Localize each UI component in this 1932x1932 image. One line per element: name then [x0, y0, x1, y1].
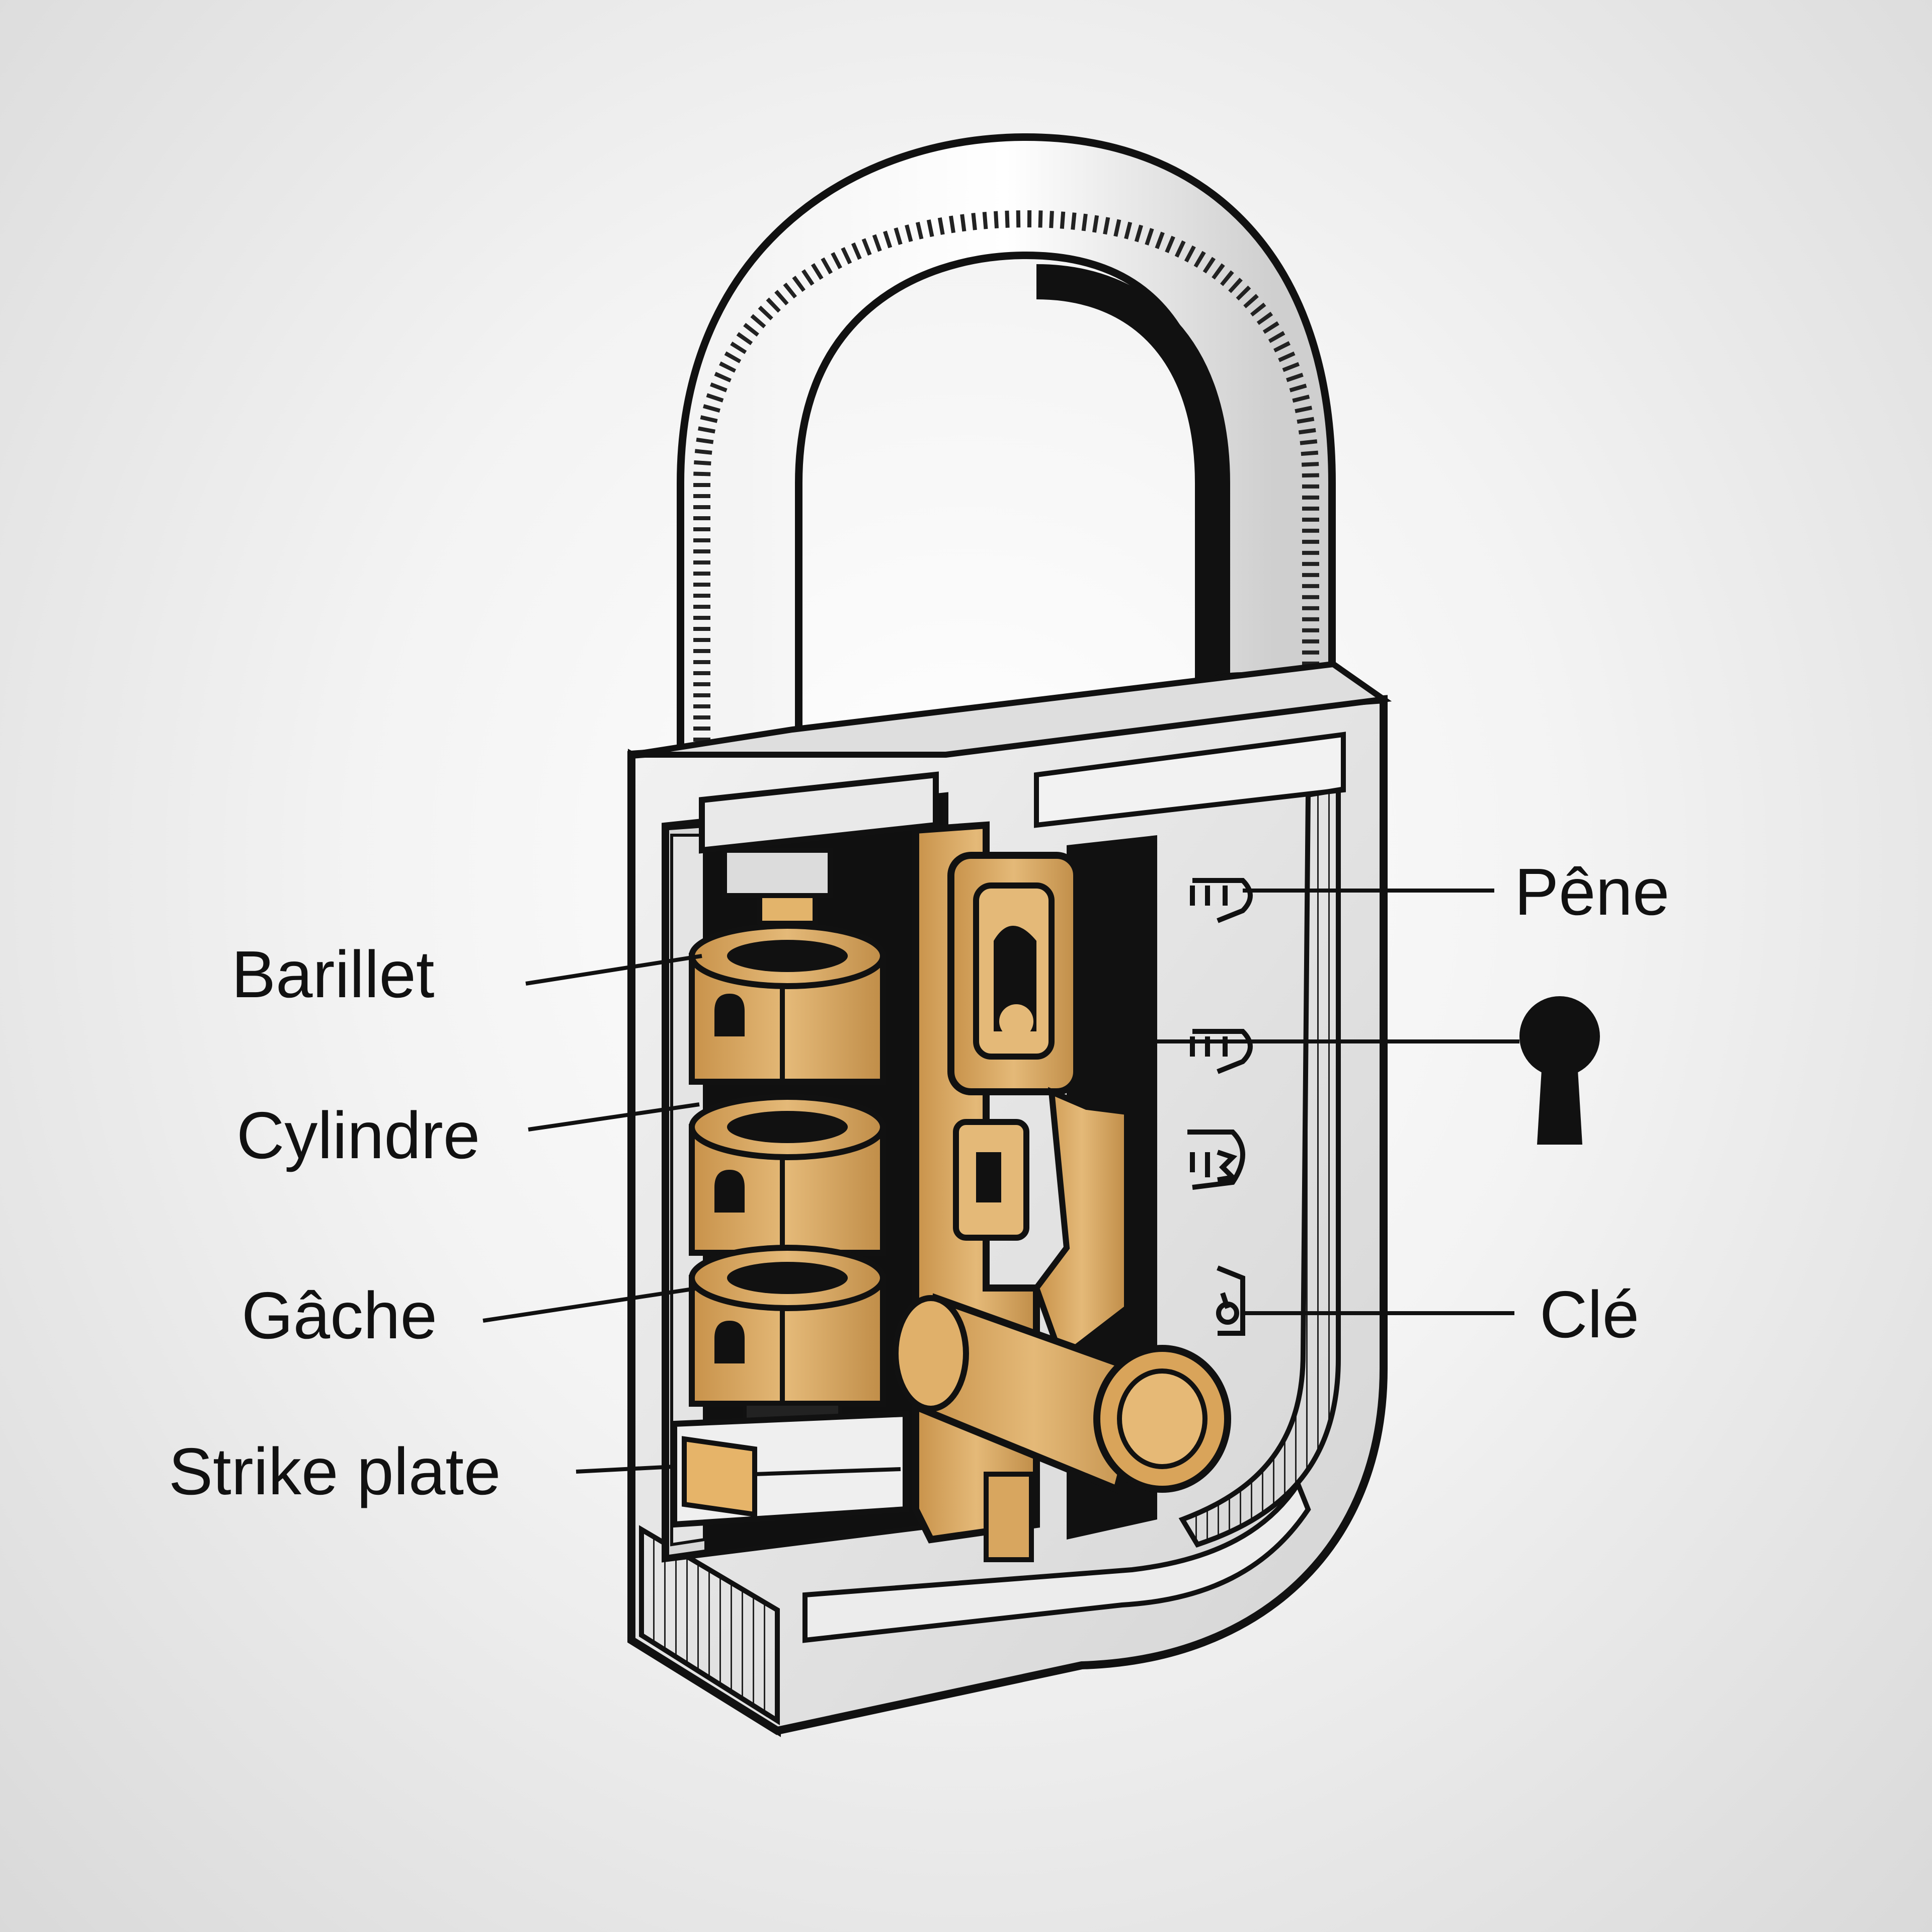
label-gache: Gâche: [242, 1278, 437, 1352]
bolt-pin: [893, 1293, 1231, 1494]
cylinder-3: [689, 1245, 886, 1407]
leader-barillet: [525, 954, 702, 986]
leader-lines: [482, 889, 1519, 1474]
strike-plate: [671, 1410, 909, 1528]
leader-gache: [482, 1286, 700, 1323]
dial-mark-4: [1216, 1265, 1245, 1336]
leader-strike-plate: [576, 1465, 675, 1474]
dial-mark-1: [1190, 878, 1253, 923]
label-cle: Clé: [1540, 1277, 1639, 1351]
labels: Barillet Cylindre Gâche Strike plate Pên…: [169, 855, 1669, 1508]
label-pene: Pêne: [1514, 855, 1669, 929]
dial-markings: [1187, 878, 1253, 1336]
label-strike-plate: Strike plate: [169, 1434, 501, 1508]
cylinder-2: [689, 1094, 886, 1256]
keyhole-icon: [1519, 996, 1600, 1145]
cylinder-1: [689, 923, 886, 1085]
leader-cylindre: [528, 1102, 700, 1132]
collar: [699, 771, 939, 898]
cylinder-stack: [689, 893, 886, 1436]
label-cylindre: Cylindre: [236, 1098, 480, 1172]
bolt-assembly: [893, 821, 1231, 1562]
dial-mark-3: [1187, 1130, 1245, 1190]
label-barillet: Barillet: [231, 937, 434, 1011]
